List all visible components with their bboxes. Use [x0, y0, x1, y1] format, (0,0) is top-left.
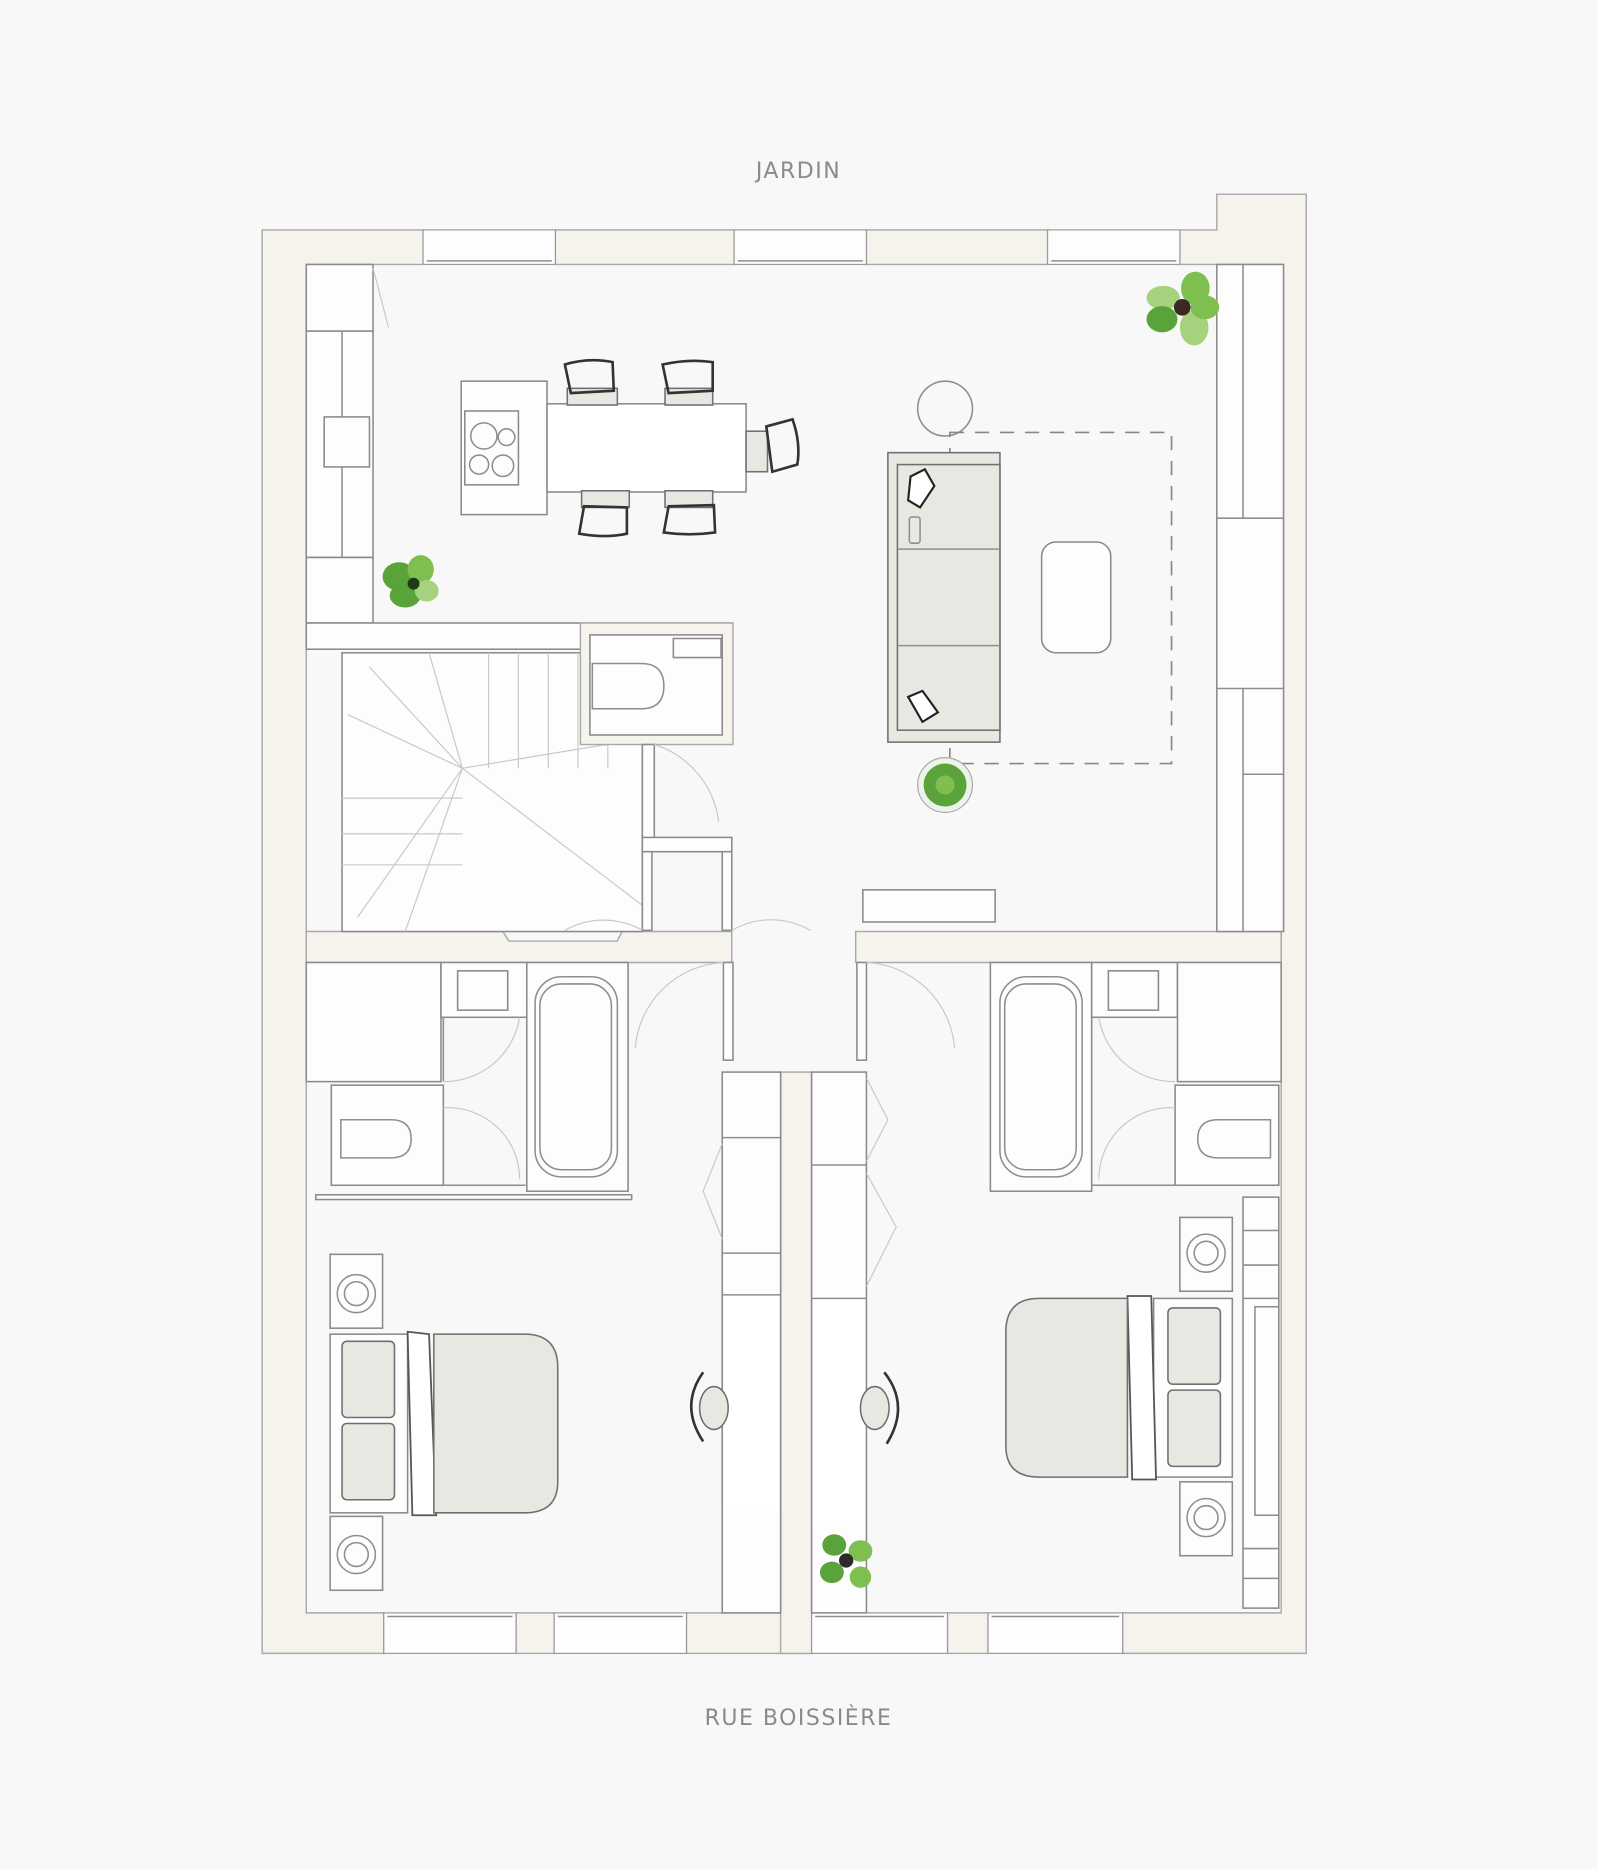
sofa	[887, 451, 1001, 743]
street-label: RUE BOISSIÈRE	[704, 1706, 893, 1731]
wc-room	[564, 622, 811, 932]
outer-walls	[261, 193, 1307, 1655]
bathroom-right	[989, 961, 1282, 1192]
hall-doors	[634, 961, 956, 1061]
bathroom-left	[305, 961, 629, 1192]
cooktop-island	[460, 380, 548, 516]
dining-table	[546, 403, 747, 493]
dining-chairs	[563, 358, 800, 538]
plant-icon	[1146, 271, 1220, 346]
bedroom-left	[315, 1071, 782, 1614]
plant-icon	[917, 757, 974, 813]
bedroom-right	[810, 1071, 1280, 1614]
floor-lamp	[916, 380, 974, 437]
garden-label: JARDIN	[755, 159, 842, 184]
plant-icon	[382, 555, 439, 608]
tv-console	[862, 889, 996, 923]
plant-icon	[819, 1534, 873, 1588]
windows	[383, 229, 1181, 1654]
wardrobe-wall	[1216, 263, 1285, 933]
coffee-table	[1040, 541, 1112, 654]
